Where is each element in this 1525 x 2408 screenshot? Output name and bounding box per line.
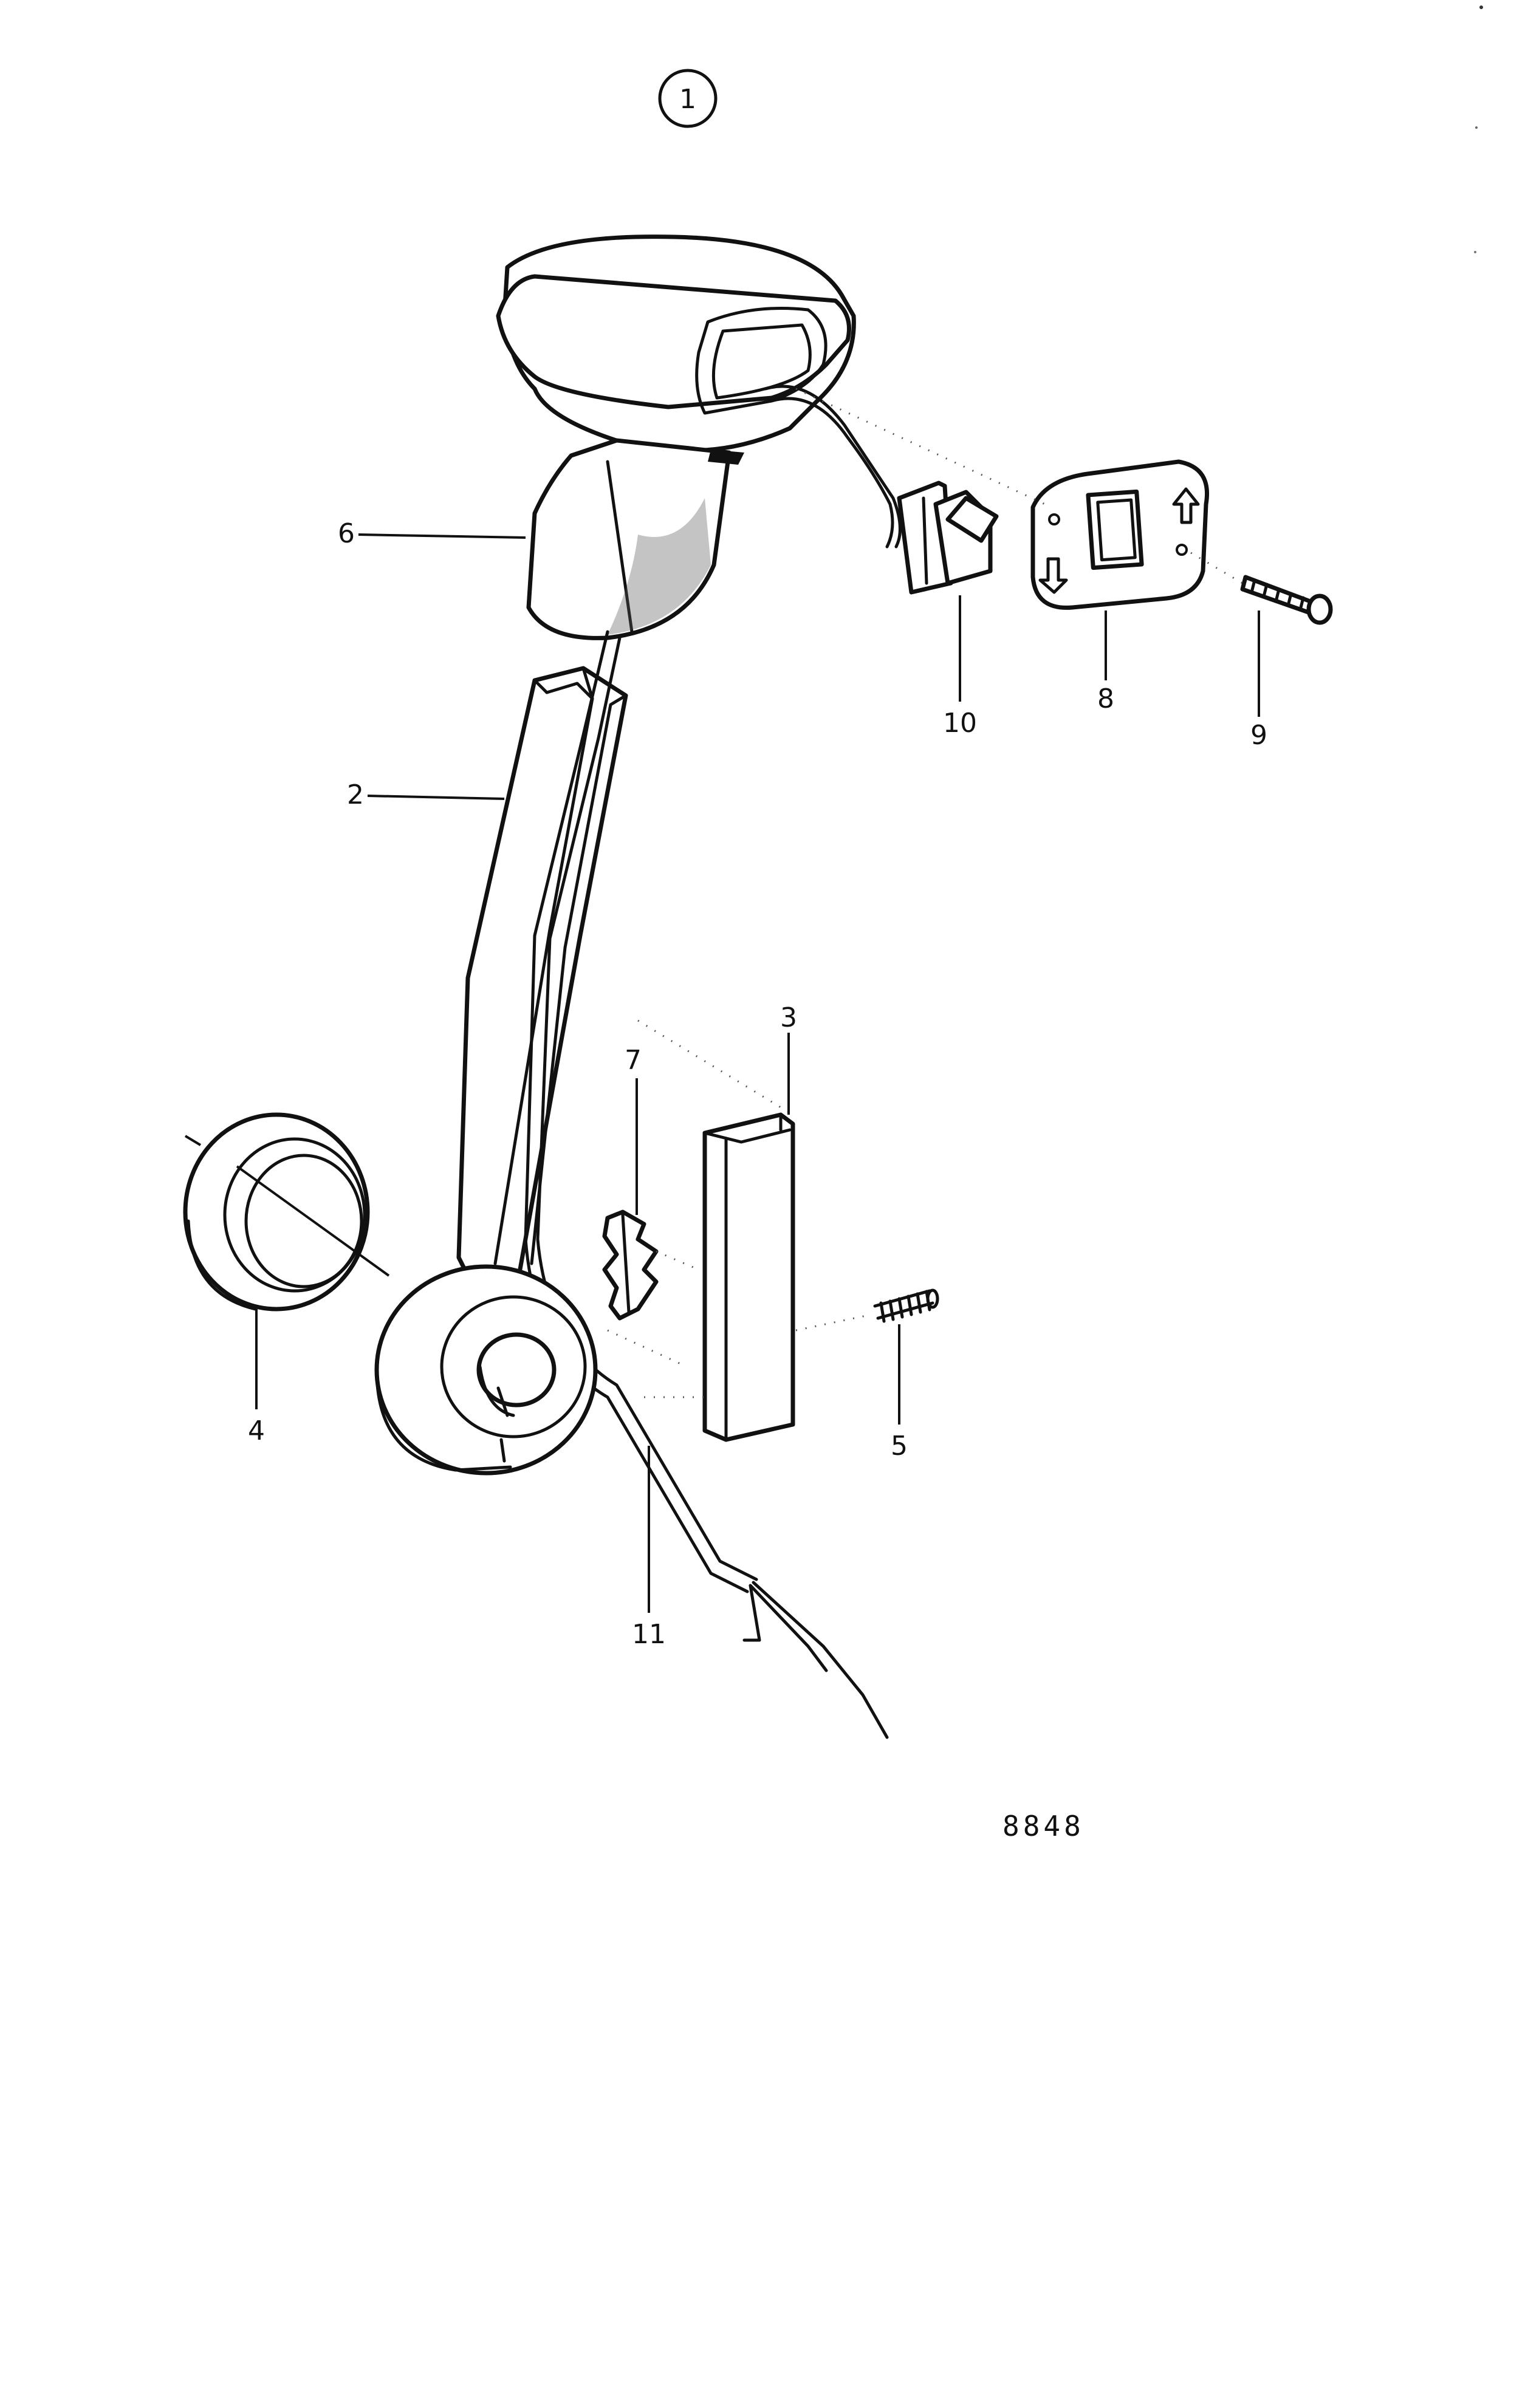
callout-11: 11 bbox=[632, 1619, 666, 1650]
lever-hub bbox=[374, 1264, 598, 1476]
part-5-spring bbox=[873, 1288, 939, 1323]
part-3-bracket bbox=[702, 1112, 795, 1442]
callout-7: 7 bbox=[625, 1045, 642, 1076]
part-10-switch bbox=[897, 481, 999, 595]
part-6-handle bbox=[496, 234, 856, 640]
part-7-clip bbox=[602, 1209, 659, 1321]
switch-cable bbox=[764, 385, 902, 549]
callout-9: 9 bbox=[1250, 720, 1267, 751]
part-8-cover-plate bbox=[1030, 459, 1209, 610]
callout-10: 10 bbox=[943, 708, 977, 739]
group-number-badge: 1 bbox=[658, 69, 718, 128]
callout-2: 2 bbox=[347, 779, 364, 810]
callout-5: 5 bbox=[891, 1431, 908, 1462]
callout-leaders bbox=[255, 533, 1260, 1613]
part-2-lever-arm bbox=[456, 666, 628, 1278]
drawing-reference-number: 8848 bbox=[1002, 1810, 1085, 1842]
callout-3: 3 bbox=[780, 1002, 797, 1033]
part-4-bushing bbox=[183, 1112, 390, 1312]
scan-specks bbox=[1474, 5, 1483, 253]
callout-8: 8 bbox=[1097, 683, 1114, 714]
callout-4: 4 bbox=[248, 1415, 265, 1446]
part-9-screw bbox=[1240, 575, 1333, 625]
group-number: 1 bbox=[679, 84, 696, 115]
callout-labels: 6 2 10 8 9 3 7 4 5 11 bbox=[248, 518, 1267, 1650]
callout-6: 6 bbox=[338, 518, 355, 549]
